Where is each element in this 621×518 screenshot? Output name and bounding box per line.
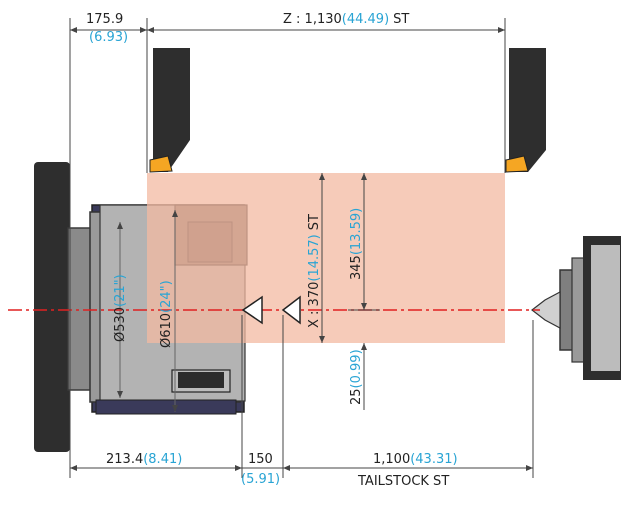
dim-top-left-inch: (6.93) (89, 30, 128, 45)
tailstock-center-icon (531, 291, 561, 329)
dim-x-lower: 25(0.99) (349, 349, 364, 405)
dim-swing-chuck: Ø530(21") (113, 274, 128, 342)
dim-swing-chuck-inch: (21") (113, 274, 128, 307)
dim-x-stroke-inch: (14.57) (307, 234, 322, 281)
dim-bottom-right-inch: (43.31) (410, 452, 457, 467)
dim-z-stroke: Z : 1,130(44.49) ST (283, 12, 409, 27)
dim-x-upper-inch: (13.59) (349, 208, 364, 255)
tool-triangle-icon (281, 295, 301, 325)
dim-swing-max-mm: Ø610 (159, 313, 174, 348)
machining-area (147, 173, 505, 343)
dim-bottom-left-inch: (8.41) (143, 452, 182, 467)
origin-triangle-icon (241, 295, 263, 325)
chuck-jaw-lower-dark (178, 372, 224, 388)
dim-bottom-left-mm: 213.4 (106, 452, 143, 467)
dim-top-left-mm: 175.9 (86, 12, 123, 27)
dim-bottom-left: 213.4(8.41) (106, 452, 182, 467)
dim-bottom-mid-inch: (5.91) (241, 472, 280, 487)
tool-holder-left-icon (149, 48, 190, 173)
dim-z-stroke-mm: Z : 1,130 (283, 12, 342, 27)
tailstock-body-face (589, 243, 621, 373)
dim-x-lower-mm: 25 (349, 388, 364, 405)
dim-x-lower-inch: (0.99) (349, 349, 364, 388)
tailstock (531, 236, 621, 380)
spindle-flange (34, 162, 70, 452)
dim-swing-chuck-mm: Ø530 (113, 307, 128, 342)
dim-x-stroke-mm: X : 370 (307, 282, 322, 328)
dim-z-stroke-suffix: ST (393, 12, 409, 27)
dim-swing-max: Ø610(24") (159, 280, 174, 348)
chuck-back-plate (95, 399, 237, 415)
dim-bottom-right: 1,100(43.31) (373, 452, 458, 467)
dimension-lines (69, 18, 534, 478)
dim-x-stroke-suffix: ST (307, 214, 322, 230)
dim-bottom-mid-mm: 150 (248, 452, 273, 467)
tailstock-stroke-label: TAILSTOCK ST (357, 474, 449, 489)
dim-bottom-right-mm: 1,100 (373, 452, 410, 467)
dim-x-upper: 345(13.59) (349, 208, 364, 280)
dim-swing-max-inch: (24") (159, 280, 174, 313)
tool-holder-right-icon (505, 48, 546, 173)
dim-z-stroke-inch: (44.49) (342, 12, 389, 27)
dim-x-stroke: X : 370(14.57) ST (307, 214, 322, 328)
dim-x-upper-mm: 345 (349, 255, 364, 280)
dimension-arrows (70, 27, 533, 471)
